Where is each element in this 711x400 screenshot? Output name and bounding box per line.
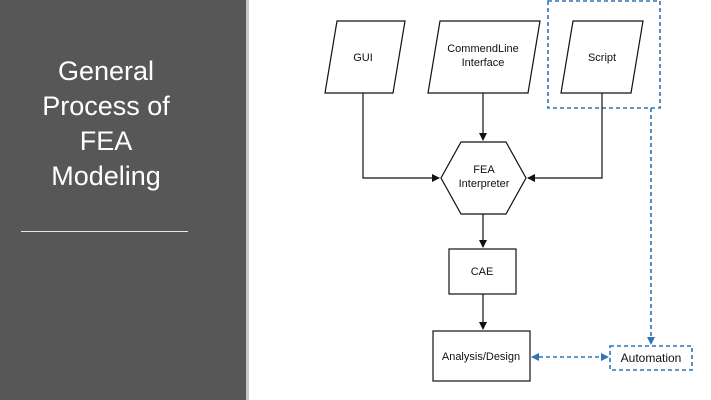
cli-label-line2: Interface [462, 57, 505, 69]
script-label: Script [588, 52, 616, 64]
cli-label-line1: CommendLine [447, 43, 519, 55]
script-node: Script [560, 20, 644, 94]
analysis-label: Analysis/Design [442, 351, 520, 363]
cae-label: CAE [471, 266, 494, 278]
script-to-interpreter-arrow [527, 93, 603, 182]
title-underline [21, 231, 188, 232]
title-panel [0, 0, 246, 400]
gui-to-interpreter-arrow [362, 93, 440, 182]
gui-label: GUI [353, 52, 373, 64]
cae-node: CAE [448, 248, 517, 295]
command-line-interface-node: CommendLine Interface [427, 20, 541, 94]
automation-node: Automation [609, 345, 693, 371]
panel-divider [246, 0, 249, 400]
slide-title: General Process of FEA Modeling [42, 56, 170, 191]
automation-label: Automation [621, 351, 682, 365]
gui-node: GUI [324, 20, 406, 94]
interpreter-label-line2: Interpreter [459, 178, 510, 190]
automation-scope-frame [547, 0, 661, 109]
interpreter-label-line1: FEA [473, 164, 495, 176]
fea-interpreter-node: FEA Interpreter [440, 141, 527, 215]
analysis-design-node: Analysis/Design [432, 330, 531, 382]
